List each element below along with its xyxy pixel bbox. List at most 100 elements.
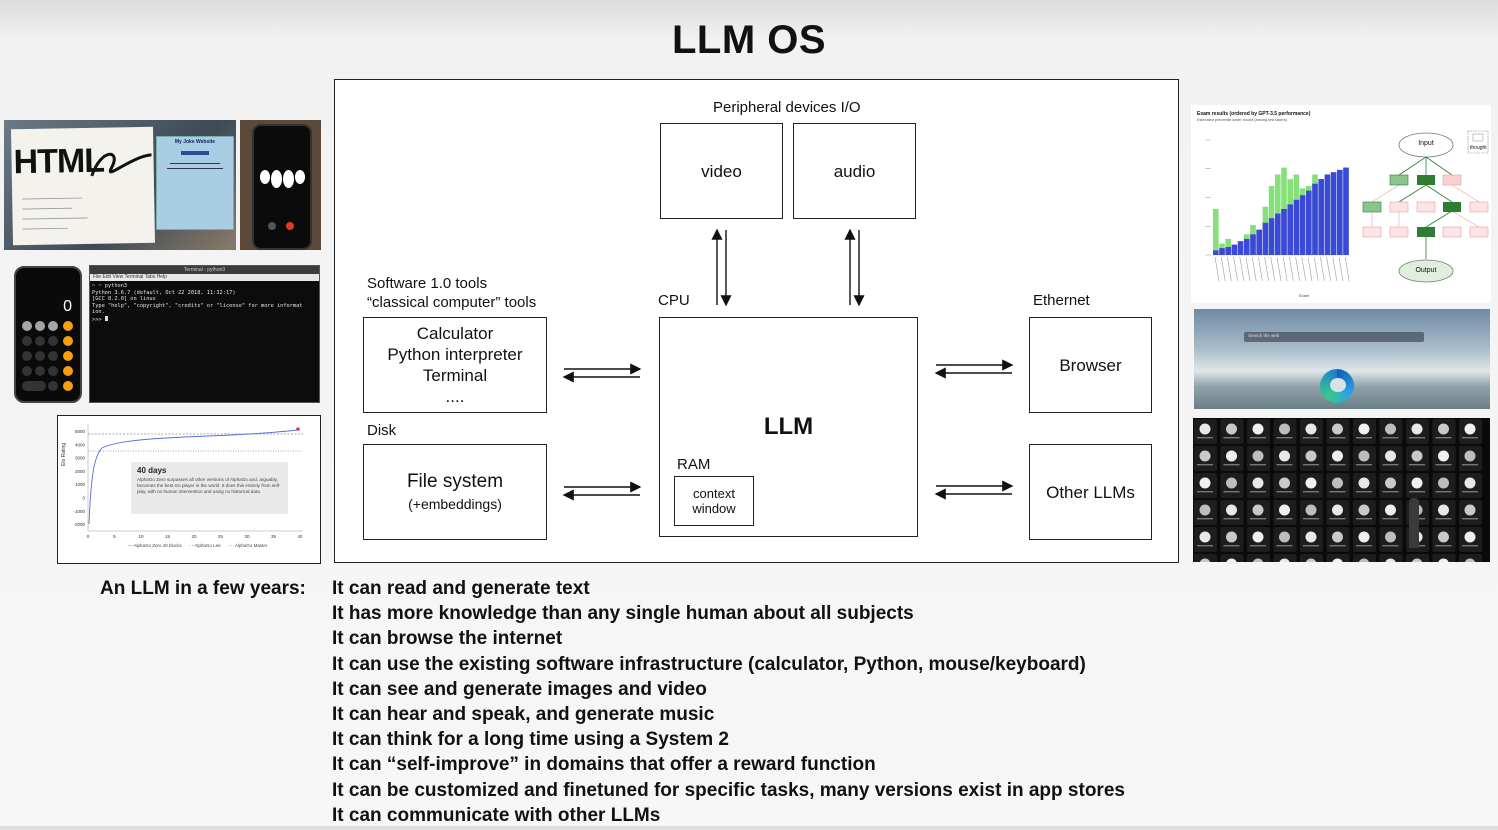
gpt-tile-icon — [1358, 450, 1370, 462]
gpt-tile-icon — [1279, 477, 1290, 489]
gpt-tile-label — [1197, 491, 1213, 493]
exam-bar-gpt35 — [1337, 169, 1343, 255]
capability-item: It can use the existing software infrast… — [332, 653, 1086, 675]
ellipsis-label: .... — [445, 387, 465, 406]
alphago-annotation: 40 days AlphaGo Zero surpasses all other… — [131, 462, 288, 514]
page-title: LLM OS — [671, 18, 827, 62]
notebook-page: HTML — [10, 126, 156, 246]
edge-logo-icon — [1320, 369, 1354, 403]
gpt-tile-icon — [1464, 423, 1476, 435]
gpt-tile-icon — [1199, 531, 1211, 543]
tools-box: Calculator Python interpreter Terminal .… — [363, 317, 547, 413]
disk-label: Disk — [367, 422, 397, 439]
gpt-tile — [1459, 554, 1482, 562]
gpt-tile-icon — [1305, 504, 1317, 516]
gpt-tile-icon — [1438, 423, 1449, 435]
terminal-menubar: File Edit View Terminal Tabs Help — [90, 274, 319, 281]
capabilities-heading: An LLM in a few years: — [100, 578, 306, 599]
gpt-tile-icon — [1305, 531, 1317, 543]
gpt-tile-label — [1356, 491, 1372, 493]
terminal-label: Terminal — [422, 366, 488, 385]
gpt-tile-icon — [1332, 423, 1343, 435]
gpt-tile-icon — [1464, 504, 1476, 516]
exam-bar-gpt35 — [1281, 209, 1287, 255]
exam-bar-gpt35 — [1312, 183, 1318, 255]
exam-bar-gpt35 — [1306, 190, 1312, 255]
capability-item: It can see and generate images and video — [332, 678, 707, 700]
gpt-tile-label — [1197, 545, 1213, 547]
tree-of-thought-diagram — [1362, 130, 1489, 283]
cpu-label: CPU — [658, 292, 690, 309]
alphago-xtick: 25 — [218, 534, 224, 539]
video-label: video — [701, 161, 742, 181]
gpt-tile-icon — [1279, 531, 1290, 543]
gpt-tile — [1220, 554, 1244, 562]
gpt-tile-icon — [1226, 531, 1237, 543]
joke-website-sketch: My Joke Website — [156, 136, 234, 230]
gpt-tile-icon — [1279, 423, 1290, 435]
terminal-titlebar: Terminal - python3 — [90, 266, 319, 274]
gpt-tile-label — [1435, 437, 1452, 439]
gpt-tile-icon — [1279, 558, 1290, 562]
notebook-sketch — [22, 152, 152, 230]
gpt-tile-label — [1329, 491, 1346, 493]
file-system-box: File system (+embeddings) — [363, 444, 547, 540]
capability-item: It can communicate with other LLMs — [332, 804, 661, 826]
video-box: video — [660, 123, 783, 219]
gpt-tile-icon — [1358, 531, 1370, 543]
alphago-legend: — AlphaGo Zero 40 blocks - - AlphaGo Lee… — [128, 543, 268, 548]
gpt-tile-icon — [1438, 450, 1449, 462]
gpt-tile-icon — [1252, 477, 1264, 489]
gpt-tile-label — [1303, 437, 1319, 439]
gpt-tile-icon — [1358, 558, 1370, 562]
exam-bar-gpt4-novision — [1213, 209, 1219, 255]
alphago-ylabel: Elo Rating — [61, 442, 67, 466]
voice-app-phone-image — [240, 120, 321, 250]
browser-box: Browser — [1029, 317, 1152, 413]
alphago-xtick: 0 — [87, 534, 90, 539]
gpt-tile-icon — [1411, 477, 1423, 489]
gpt-tile-icon — [1385, 558, 1396, 562]
voice-dots — [260, 170, 305, 188]
exam-bar-gpt35 — [1293, 199, 1300, 255]
exam-bar-gpt35 — [1225, 246, 1231, 255]
calculator-label: Calculator — [416, 324, 494, 343]
gpt-tile-label — [1382, 518, 1399, 520]
gpt-tile-label — [1197, 437, 1213, 439]
gpt-tile-label — [1197, 518, 1213, 520]
gpt-tile-icon — [1305, 477, 1317, 489]
gpt-tile — [1353, 554, 1376, 562]
alphago-xtick: 35 — [271, 534, 277, 539]
exam-bar-gpt35 — [1324, 174, 1331, 255]
exam-bar-gpt35 — [1330, 172, 1337, 255]
gpt-tile-icon — [1385, 477, 1396, 489]
llm-box: LLM RAM context window — [659, 317, 918, 537]
exam-bar-chart — [1205, 139, 1350, 282]
gpt-tile-icon — [1199, 423, 1211, 435]
gpt-tile-icon — [1279, 450, 1290, 462]
alphago-description: AlphaGo Zero surpasses all other version… — [137, 477, 281, 495]
gpt-tile-icon — [1411, 558, 1423, 562]
alphago-ytick: -2000 — [73, 522, 85, 527]
exam-bar-gpt35 — [1275, 213, 1281, 255]
alphago-xtick: 15 — [165, 534, 171, 539]
file-system-label: File system — [406, 471, 504, 492]
gpt-tile — [1379, 554, 1403, 562]
browser-label: Browser — [1059, 355, 1122, 375]
gpt-tile-icon — [1226, 423, 1237, 435]
gpt-tile-label — [1356, 464, 1372, 466]
browser-search-bar: Search the web — [1244, 332, 1424, 342]
gpt-tile-label — [1223, 437, 1240, 439]
gpt-tile-label — [1435, 464, 1452, 466]
other-llms-box: Other LLMs — [1029, 444, 1152, 540]
exam-results-image: Exam results (ordered by GPT-3.5 perform… — [1191, 105, 1491, 303]
gpt-tile-icon — [1464, 558, 1476, 562]
gpt-tile-icon — [1199, 558, 1211, 562]
gpt-tile-label — [1276, 518, 1293, 520]
other-llms-label: Other LLMs — [1046, 482, 1135, 502]
gpt-tile-icon — [1438, 477, 1449, 489]
website-button — [181, 151, 209, 155]
ethernet-label: Ethernet — [1033, 292, 1090, 309]
gpt-tile-label — [1329, 437, 1346, 439]
